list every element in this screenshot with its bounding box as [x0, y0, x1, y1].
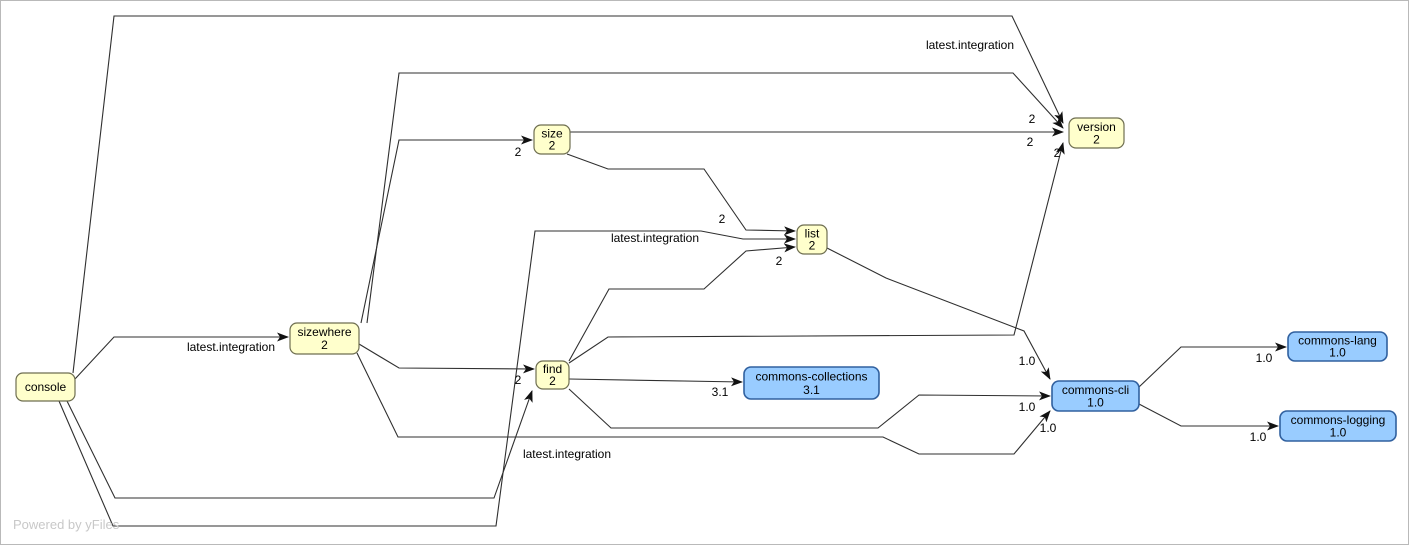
- edge-labels-layer: latest.integration latest.integration late…: [187, 38, 1273, 461]
- edge-sizewhere-size[interactable]: [360, 135, 533, 324]
- edge-find-version[interactable]: [568, 142, 1065, 364]
- edge-label-size-version: 2: [1027, 135, 1034, 149]
- edge-label-find-commons-collections: 3.1: [712, 385, 729, 399]
- edge-size-list[interactable]: [566, 153, 796, 236]
- node-rect-console[interactable]: [15, 372, 76, 402]
- node-rect-commons-collections[interactable]: [743, 366, 880, 400]
- edge-label-console-list: latest.integration: [611, 231, 699, 245]
- node-name-version: version: [1077, 120, 1116, 134]
- node-rect-commons-cli[interactable]: [1051, 380, 1140, 412]
- node-name-list: list: [805, 226, 820, 240]
- nodes-layer: consolesizewhere2size2find2list2version2…: [15, 117, 1397, 442]
- edge-label-commons-cli-commons-logging: 1.0: [1250, 430, 1267, 444]
- node-version-commons-cli: 1.0: [1087, 395, 1104, 409]
- edges-layer: [58, 15, 1287, 527]
- edge-sizewhere-find[interactable]: [358, 343, 535, 374]
- edge-label-sizewhere-size: 2: [515, 145, 522, 159]
- node-version-find: 2: [549, 374, 556, 388]
- edge-label-find-version: 2: [1054, 146, 1061, 160]
- edge-label-sizewhere-find: 2: [515, 373, 522, 387]
- edge-label-sizewhere-commons-cli: 1.0: [1040, 421, 1057, 435]
- edge-sizewhere-commons-cli[interactable]: [356, 352, 1051, 455]
- node-rect-sizewhere[interactable]: [289, 322, 360, 355]
- edge-label-console-version: latest.integration: [926, 38, 1014, 52]
- node-name-size: size: [541, 126, 563, 140]
- node-name-sizewhere: sizewhere: [297, 325, 351, 339]
- edge-commons-cli-commons-logging[interactable]: [1138, 403, 1279, 431]
- node-name-find: find: [543, 362, 562, 376]
- node-version-commons-logging: 1.0: [1330, 425, 1347, 439]
- edge-find-commons-cli[interactable]: [568, 388, 1051, 429]
- edge-console-list[interactable]: [58, 230, 796, 527]
- edge-label-list-commons-cli: 1.0: [1019, 354, 1036, 368]
- edge-label-find-list: 2: [776, 254, 783, 268]
- node-version-version: 2: [1093, 132, 1100, 146]
- node-version-sizewhere: 2: [321, 338, 328, 352]
- node-rect-commons-lang[interactable]: [1287, 331, 1388, 362]
- node-name-commons-logging: commons-logging: [1291, 413, 1386, 427]
- edge-label-console-sizewhere: latest.integration: [187, 340, 275, 354]
- edge-label-find-commons-cli: 1.0: [1019, 400, 1036, 414]
- edge-label-sizewhere-version: 2: [1029, 112, 1036, 126]
- node-rect-list[interactable]: [796, 224, 828, 255]
- edge-label-console-find: latest.integration: [523, 447, 611, 461]
- edge-find-commons-collections[interactable]: [568, 377, 743, 387]
- node-name-commons-lang: commons-lang: [1298, 333, 1377, 347]
- node-version-commons-lang: 1.0: [1329, 346, 1346, 360]
- edge-commons-cli-commons-lang[interactable]: [1138, 342, 1287, 388]
- edge-label-size-list: 2: [719, 212, 726, 226]
- edge-list-commons-cli[interactable]: [826, 247, 1051, 380]
- node-rect-size[interactable]: [533, 124, 571, 155]
- edge-console-version[interactable]: [72, 15, 1064, 374]
- edge-console-sizewhere[interactable]: [74, 332, 289, 380]
- node-version-size: 2: [549, 139, 556, 153]
- node-console[interactable]: console: [15, 372, 76, 402]
- yfiles-watermark: Powered by yFiles: [13, 517, 120, 532]
- node-name-console: console: [25, 380, 67, 394]
- node-name-commons-collections: commons-collections: [755, 369, 867, 383]
- node-rect-commons-logging[interactable]: [1279, 410, 1397, 442]
- edge-find-list[interactable]: [568, 243, 796, 362]
- node-version-commons-collections: 3.1: [803, 383, 820, 397]
- node-version-list: 2: [809, 239, 816, 253]
- node-rect-version[interactable]: [1068, 117, 1125, 149]
- edge-console-find[interactable]: [66, 390, 533, 499]
- node-name-commons-cli: commons-cli: [1062, 383, 1129, 397]
- edge-sizewhere-version[interactable]: [366, 72, 1064, 324]
- edge-label-commons-cli-commons-lang: 1.0: [1256, 351, 1273, 365]
- node-rect-find[interactable]: [535, 360, 570, 390]
